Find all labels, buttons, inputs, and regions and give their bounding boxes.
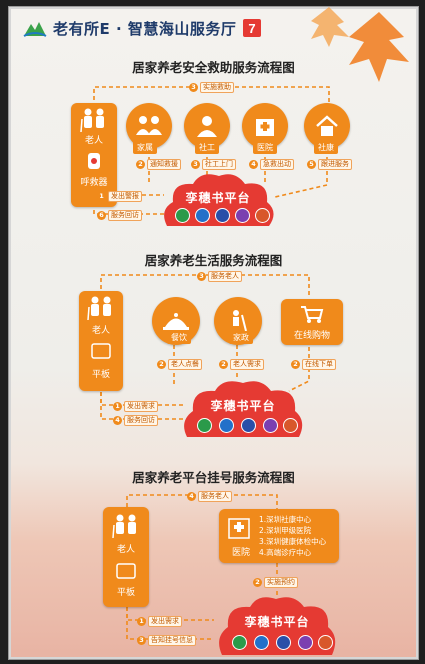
section2-housekeeping-label: 家政 <box>229 331 253 344</box>
platform-app-icon <box>215 208 230 223</box>
mountain-logo-icon <box>23 22 47 37</box>
tablet-icon <box>116 563 136 579</box>
hospital-list-item: 4.高端诊疗中心 <box>259 548 312 557</box>
hospital-list-item: 2.深圳甲级医院 <box>259 526 312 535</box>
platform-app-icon <box>276 635 291 650</box>
number-seven-badge-icon: 7 <box>243 19 262 37</box>
section3-flow-lines <box>126 494 278 640</box>
section1-family-label: 家属 <box>133 141 157 154</box>
house-icon <box>316 115 338 136</box>
section2-catering-label: 餐饮 <box>167 331 191 344</box>
section3-hospital-box: 医院 1.深圳社康中心 2.深圳甲级医院 3.深圳健康体检中心 4.高端诊疗中心 <box>219 509 339 563</box>
platform-app-icon <box>241 418 256 433</box>
platform-app-icon <box>318 635 333 650</box>
platform-app-icon <box>195 208 210 223</box>
section1-platform-cloud: 孪穗书平台 <box>159 170 277 228</box>
svg-text:7: 7 <box>249 21 256 36</box>
section2-title: 居家养老生活服务流程图 <box>144 253 283 268</box>
hospital-building-icon <box>228 518 250 539</box>
section2-tablet-label: 平板 <box>91 370 110 380</box>
section1-social-worker-label: 社工 <box>195 141 219 154</box>
header-title: 老有所E · 智慧海山服务厅 <box>53 19 237 38</box>
shopping-cart-icon <box>301 306 324 323</box>
section2-platform-label: 孪穗书平台 <box>210 399 276 413</box>
section1-title: 居家养老安全救助服务流程图 <box>132 60 295 75</box>
platform-app-icon <box>235 208 250 223</box>
section1-platform-label: 孪穗书平台 <box>185 191 251 205</box>
elderly-couple-icon <box>112 514 136 539</box>
section3-elder-box: 老人 平板 <box>103 507 149 607</box>
platform-app-icon <box>254 635 269 650</box>
section2-platform-cloud: 孪穗书平台 <box>179 377 307 439</box>
section1-elder-box: 老人 呼救器 <box>71 103 117 207</box>
platform-app-icon <box>232 635 247 650</box>
section2-shopping-node: 在线购物 <box>281 299 343 345</box>
food-cloche-icon <box>163 313 189 330</box>
section3-elder-label: 老人 <box>116 545 135 555</box>
section3-hospital-label: 医院 <box>231 548 250 558</box>
elderly-couple-icon <box>80 108 104 133</box>
elderly-couple-icon <box>87 296 111 321</box>
platform-app-icon <box>175 208 190 223</box>
section1-alarm-label: 呼救器 <box>80 178 108 188</box>
section3-title: 居家养老平台挂号服务流程图 <box>132 470 295 485</box>
section3-hospital-list: 1.深圳社康中心 2.深圳甲级医院 3.深圳健康体检中心 4.高端诊疗中心 <box>259 514 326 558</box>
poster-display: 老有所E · 智慧海山服务厅 7 居家养老安全救助服务流程图 老人 呼救器 <box>8 6 419 660</box>
hospital-list-item: 3.深圳健康体检中心 <box>259 537 327 546</box>
social-worker-icon <box>197 116 217 137</box>
header: 老有所E · 智慧海山服务厅 7 <box>23 17 262 39</box>
platform-app-icon <box>197 418 212 433</box>
section2-elder-box: 老人 平板 <box>79 291 123 391</box>
family-icon <box>136 116 162 135</box>
platform-app-icon <box>263 418 278 433</box>
alarm-device-icon <box>88 153 100 169</box>
section2-elder-label: 老人 <box>91 326 110 336</box>
section3-platform-label: 孪穗书平台 <box>244 615 310 629</box>
section3-tablet-label: 平板 <box>116 588 135 598</box>
section1-community-label: 社康 <box>314 141 338 154</box>
platform-app-icon <box>298 635 313 650</box>
section3-platform-cloud: 孪穗书平台 <box>214 593 340 655</box>
hospital-building-icon <box>256 119 274 136</box>
section2-shopping-label: 在线购物 <box>293 331 330 341</box>
section1-elder-label: 老人 <box>84 136 103 146</box>
section1-hospital-node <box>242 103 288 149</box>
platform-app-icon <box>283 418 298 433</box>
section1-hospital-label: 医院 <box>253 141 277 154</box>
hospital-list-item: 1.深圳社康中心 <box>259 515 312 524</box>
platform-app-icon <box>255 208 270 223</box>
autumn-leaves-decoration <box>311 7 409 82</box>
tablet-icon <box>91 343 111 359</box>
cleaning-person-icon <box>233 310 247 332</box>
platform-app-icon <box>219 418 234 433</box>
